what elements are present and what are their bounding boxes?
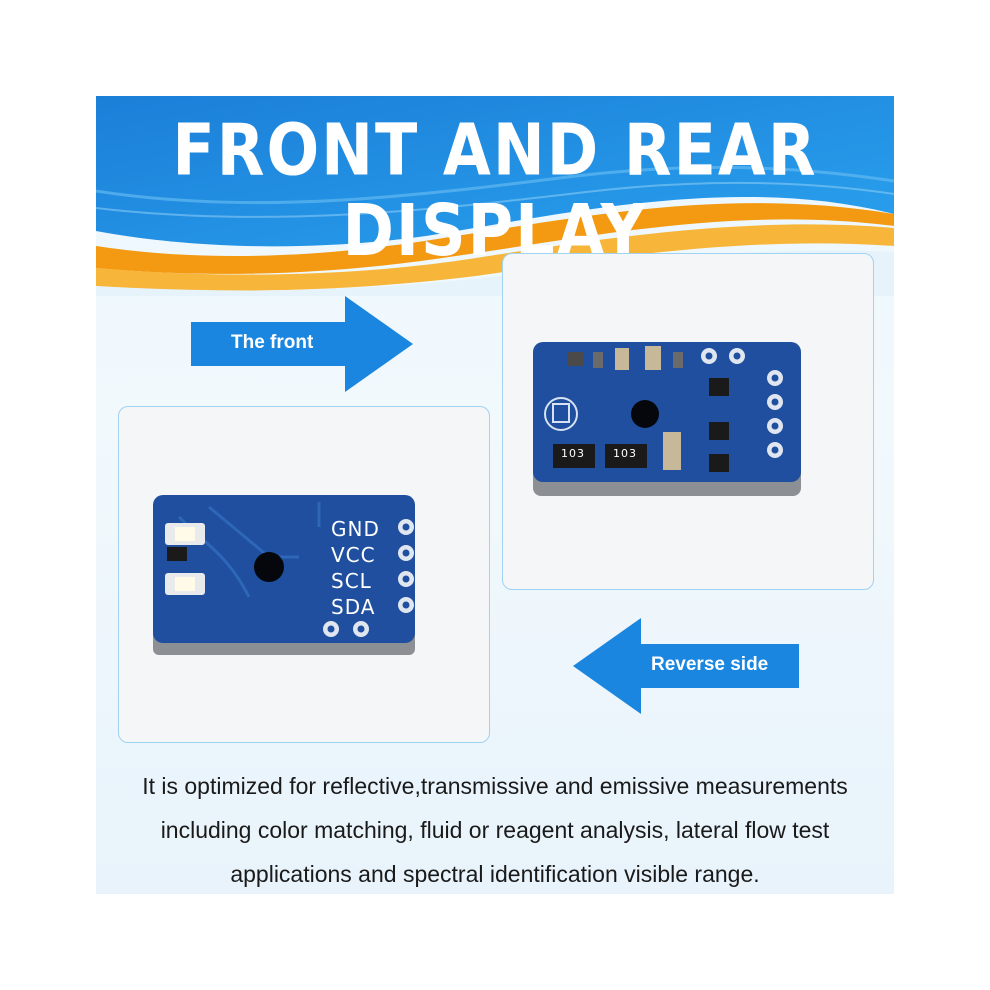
- front-arrow-label: The front: [231, 332, 314, 353]
- pin-label-scl: SCL: [331, 569, 372, 593]
- resistor-mark-2: 103: [613, 447, 637, 460]
- front-arrow-icon: [191, 296, 413, 392]
- pin-label-vcc: VCC: [331, 543, 376, 567]
- description-text: It is optimized for reflective,transmiss…: [96, 764, 894, 894]
- rear-arrow-icon: [573, 618, 799, 714]
- rear-arrow-label: Reverse side: [651, 654, 769, 675]
- header-banner: [96, 96, 894, 296]
- description-line-2: including color matching, fluid or reage…: [160, 817, 830, 843]
- product-image-frame: FRONT AND REAR DISPLAY The front Reverse…: [96, 96, 894, 894]
- description-line-3: applications and spectral identification…: [230, 861, 760, 887]
- pin-label-gnd: GND: [331, 517, 380, 541]
- resistor-mark-1: 103: [561, 447, 585, 460]
- rear-view-panel: 103 103: [502, 253, 874, 590]
- pcb-rear-image: [533, 342, 801, 496]
- front-view-panel: GND VCC SCL SDA: [118, 406, 490, 743]
- page-title: FRONT AND REAR DISPLAY: [172, 107, 818, 273]
- pin-label-sda: SDA: [331, 595, 376, 619]
- description-line-1: It is optimized for reflective,transmiss…: [142, 773, 848, 799]
- pcb-front-image: [153, 495, 415, 655]
